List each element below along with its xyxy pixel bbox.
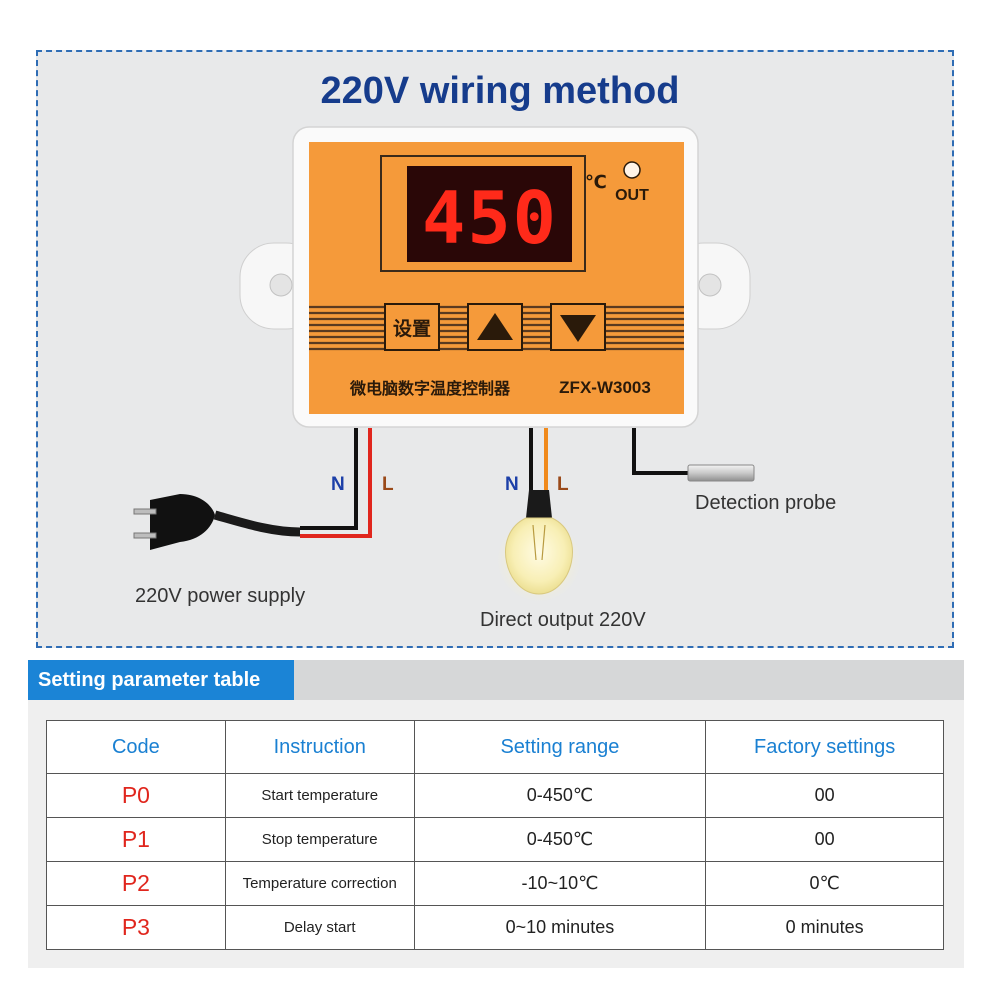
- set-button-label: 设置: [393, 318, 431, 340]
- instruction-cell: Stop temperature: [224, 817, 415, 862]
- detection-probe-label: Detection probe: [695, 492, 837, 514]
- display-screen: [407, 166, 572, 262]
- power-plug-icon: [133, 494, 215, 550]
- column-header-factory-settings: Factory settings: [705, 720, 944, 774]
- set-button[interactable]: [384, 303, 440, 351]
- table-row: P1 Stop temperature 0-450℃ 00: [46, 817, 944, 862]
- light-bulb-icon: [497, 490, 581, 602]
- setting-range-cell: 0-450℃: [413, 773, 707, 818]
- table-row: P3 Delay start 0~10 minutes 0 minutes: [46, 905, 944, 950]
- display-frame: [380, 155, 586, 272]
- display-value: 450: [422, 176, 558, 260]
- column-header-instruction: Instruction: [224, 720, 415, 774]
- mount-hole-left: [269, 273, 293, 297]
- setting-range-cell: 0~10 minutes: [413, 905, 707, 950]
- factory-setting-cell: 0 minutes: [705, 905, 944, 950]
- column-header-code: Code: [46, 720, 226, 774]
- probe-sensor-icon: [687, 464, 755, 482]
- power-supply-label: 220V power supply: [135, 585, 306, 607]
- factory-setting-cell: 00: [705, 773, 944, 818]
- instruction-cell: Delay start: [224, 905, 415, 950]
- up-arrow-icon: [477, 313, 513, 340]
- code-cell: P2: [46, 861, 226, 906]
- output-wire-n-label: N: [505, 474, 519, 495]
- wiring-title: 220V wiring method: [320, 70, 680, 112]
- out-label: OUT: [615, 187, 649, 204]
- mount-hole-right: [698, 273, 722, 297]
- param-table-header: Setting parameter table: [28, 660, 294, 700]
- table-row: P2 Temperature correction -10~10℃ 0℃: [46, 861, 944, 906]
- power-wire-l-label: L: [382, 474, 394, 495]
- factory-setting-cell: 00: [705, 817, 944, 862]
- down-arrow-icon: [560, 315, 596, 342]
- wiring-diagram: 450 ℃ OUT 设置 微电脑数字温度控制器 ZFX-W3003: [133, 126, 755, 602]
- power-cable: [213, 510, 301, 537]
- power-supply-wires: [300, 428, 372, 538]
- code-cell: P3: [46, 905, 226, 950]
- power-wire-n-label: N: [331, 474, 345, 495]
- output-wires: [529, 428, 548, 498]
- display-unit: ℃: [585, 172, 607, 192]
- device-name: 微电脑数字温度控制器: [349, 379, 511, 398]
- direct-output-label: Direct output 220V: [480, 609, 646, 631]
- column-header-setting-range: Setting range: [413, 720, 707, 774]
- code-cell: P1: [46, 817, 226, 862]
- device-model: ZFX-W3003: [559, 378, 651, 397]
- out-indicator-led: [623, 161, 641, 179]
- table-header-row: Code Instruction Setting range Factory s…: [46, 720, 944, 774]
- instruction-cell: Temperature correction: [224, 861, 415, 906]
- table-row: P0 Start temperature 0-450℃ 00: [46, 773, 944, 818]
- probe-wire: [632, 428, 690, 475]
- setting-range-cell: 0-450℃: [413, 817, 707, 862]
- output-wire-l-label: L: [557, 474, 569, 495]
- factory-setting-cell: 0℃: [705, 861, 944, 906]
- instruction-cell: Start temperature: [224, 773, 415, 818]
- parameter-table: Code Instruction Setting range Factory s…: [46, 720, 944, 950]
- setting-range-cell: -10~10℃: [413, 861, 707, 906]
- code-cell: P0: [46, 773, 226, 818]
